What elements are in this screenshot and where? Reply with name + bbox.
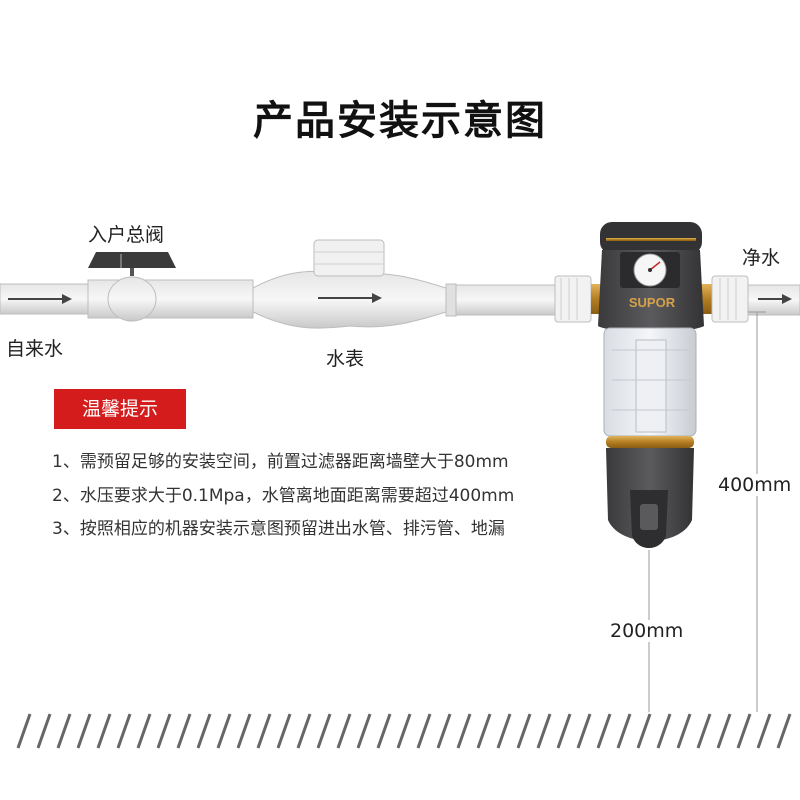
tip-item-2: 2、水压要求大于0.1Mpa，水管离地面距离需要超过400mm	[52, 486, 515, 506]
ground-hatch-mark	[216, 713, 232, 749]
ground-hatch-mark	[576, 713, 592, 749]
height-200-label: 200mm	[608, 620, 686, 642]
page-title: 产品安装示意图	[253, 98, 547, 144]
main-valve-label: 入户总阀	[88, 224, 165, 246]
ground-hatch-mark	[756, 713, 772, 749]
water-meter-label: 水表	[326, 348, 365, 370]
filter-outlet-connector	[700, 275, 749, 323]
ground-hatch-mark	[276, 713, 292, 749]
ground-hatch-mark	[476, 713, 492, 749]
ground-hatch-mark	[416, 713, 432, 749]
ground-hatch-mark	[96, 713, 112, 749]
tap-water-label: 自来水	[6, 338, 64, 360]
ground-hatch-mark	[236, 713, 252, 749]
ground-hatch-mark	[196, 713, 212, 749]
ground-hatch-mark	[376, 713, 392, 749]
ground-hatch-mark	[616, 713, 632, 749]
ground-hatch-mark	[556, 713, 572, 749]
tips-badge: 温馨提示	[54, 389, 186, 429]
ground-hatch-mark	[316, 713, 332, 749]
ground-hatch-mark	[16, 713, 32, 749]
dimension-400mm-line	[748, 311, 766, 712]
ground-hatch-mark	[176, 713, 192, 749]
ground-hatch-mark	[436, 713, 452, 749]
ground-hatch-mark	[136, 713, 152, 749]
ground-hatch-mark	[156, 713, 172, 749]
ground-hatch-mark	[696, 713, 712, 749]
ground-hatch-mark	[396, 713, 412, 749]
ground-hatch-mark	[336, 713, 352, 749]
height-400-label: 400mm	[716, 474, 794, 496]
ground-hatch-mark	[116, 713, 132, 749]
pressure-gauge-icon	[620, 252, 680, 288]
ground-hatch-mark	[496, 713, 512, 749]
brand-logo: SUPOR	[629, 295, 676, 310]
drain-valve-icon	[630, 490, 668, 548]
main-valve-icon	[88, 252, 176, 268]
ground-hatch-mark	[776, 713, 792, 749]
clean-water-label: 净水	[742, 247, 781, 269]
ground-hatch-mark	[76, 713, 92, 749]
filter-inlet-connector	[554, 275, 603, 323]
outlet-pipe	[747, 284, 800, 316]
ground-hatch-mark	[456, 713, 472, 749]
ground-hatch-mark	[36, 713, 52, 749]
ground-hatch-mark	[56, 713, 72, 749]
ground-hatch-mark	[656, 713, 672, 749]
ground-hatch-mark	[736, 713, 752, 749]
ground-hatch-mark	[536, 713, 552, 749]
ground-hatch-mark	[256, 713, 272, 749]
ground-hatch-mark	[716, 713, 732, 749]
ground-hatch-mark	[636, 713, 652, 749]
tip-item-3: 3、按照相应的机器安装示意图预留进出水管、排污管、地漏	[52, 519, 505, 539]
tip-item-1: 1、需预留足够的安装空间，前置过滤器距离墙壁大于80mm	[52, 452, 509, 472]
ground-hatch-mark	[516, 713, 532, 749]
ground-hatch-mark	[596, 713, 612, 749]
ground-hatch-mark	[296, 713, 312, 749]
flow-arrow-left	[8, 294, 72, 304]
ground-hatch	[16, 713, 792, 749]
ground-hatch-mark	[356, 713, 372, 749]
water-meter-icon	[252, 239, 447, 329]
ground-hatch-mark	[676, 713, 692, 749]
inlet-pipe	[0, 268, 254, 322]
pre-filter-device: SUPOR	[598, 222, 704, 548]
middle-pipe	[445, 283, 557, 317]
